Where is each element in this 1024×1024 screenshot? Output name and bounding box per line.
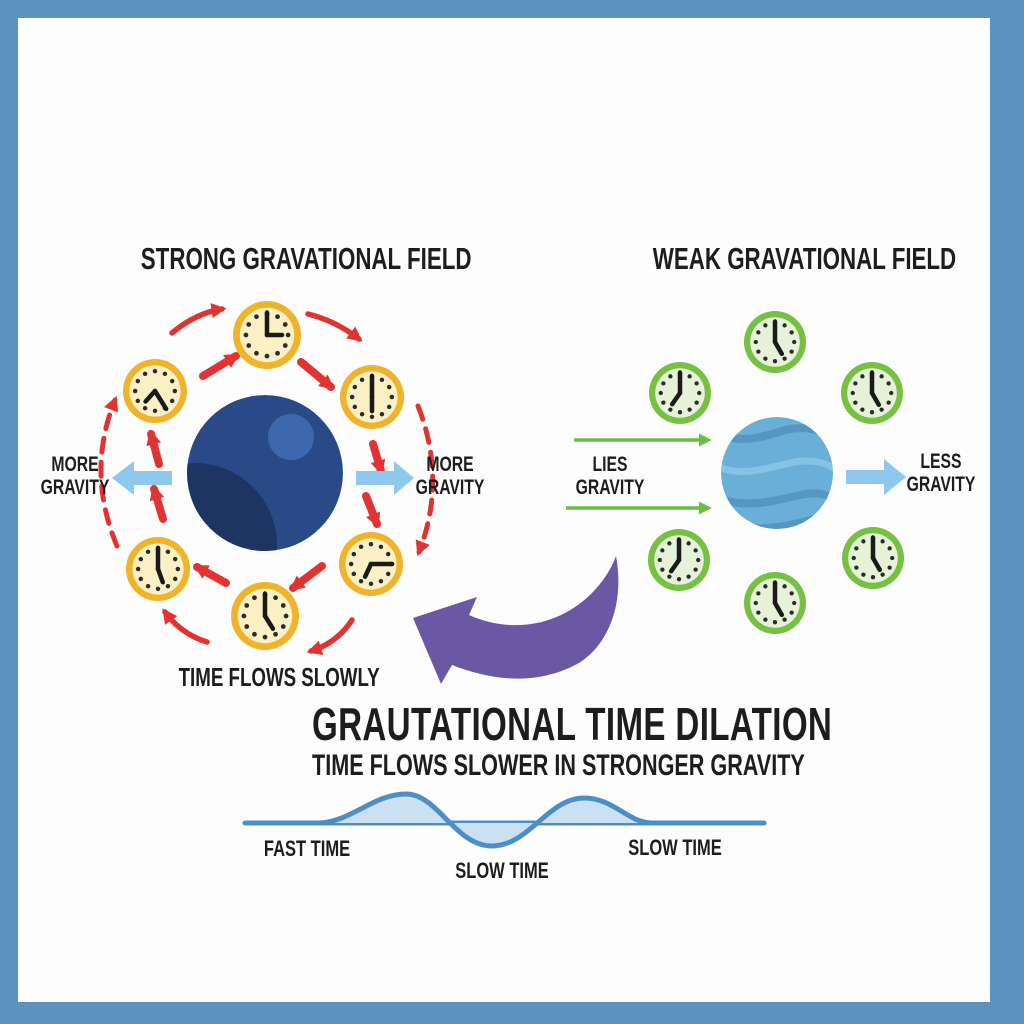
lies-gravity-label: LIES GRAVITY [561, 453, 659, 499]
more-gravity-arrows [112, 461, 414, 495]
label-line: GRAVITY [40, 476, 110, 499]
clock-icon [744, 311, 806, 373]
weak-field-heading: WEAK GRAVATIONAL FIELD [652, 241, 957, 276]
strong-field-clocks [123, 301, 404, 650]
arrow-left-icon [112, 461, 172, 495]
clock-icon [841, 362, 903, 424]
arrow-right-icon [846, 459, 906, 495]
clock-icon [340, 365, 404, 429]
more-gravity-label-right: MORE GRAVITY [401, 453, 499, 499]
clock-icon [339, 532, 403, 596]
clock-icon [231, 582, 299, 650]
label-line: LIES [592, 453, 628, 476]
fast-time-label: FAST TIME [263, 836, 351, 861]
clock-icon [233, 301, 301, 369]
weak-field-clocks [648, 311, 904, 634]
clock-icon [649, 362, 711, 424]
label-line: MORE [51, 453, 99, 476]
purple-swoosh-arrow-icon [413, 556, 619, 684]
clock-icon [744, 572, 806, 634]
label-line: GRAVITY [415, 476, 485, 499]
less-gravity-arrows [566, 433, 712, 515]
time-flow-wave [242, 791, 767, 849]
clock-icon [842, 527, 904, 589]
red-circulation-arrows [98, 303, 436, 656]
label-line: LESS [920, 450, 962, 473]
main-title: GRAUTATIONAL TIME DILATION [312, 698, 833, 750]
slow-time-label-right: SLOW TIME [628, 835, 722, 860]
strong-field-heading: STRONG GRAVATIONAL FIELD [140, 241, 472, 276]
label-line: GRAVITY [906, 473, 976, 496]
less-gravity-label: LESS GRAVITY [892, 450, 990, 496]
label-line: MORE [426, 453, 474, 476]
arrow-right-icon [356, 461, 414, 495]
clock-icon [126, 537, 190, 601]
label-line: GRAVITY [575, 476, 645, 499]
low-mass-planet [721, 417, 833, 529]
slow-time-label-mid: SLOW TIME [455, 858, 549, 883]
clock-icon [648, 529, 710, 591]
main-subtitle: TIME FLOWS SLOWER IN STRONGER GRAVITY [312, 749, 805, 782]
time-flows-slowly-caption: TIME FLOWS SLOWLY [178, 662, 380, 692]
more-gravity-label-left: MORE GRAVITY [26, 453, 124, 499]
clock-icon [123, 359, 187, 423]
